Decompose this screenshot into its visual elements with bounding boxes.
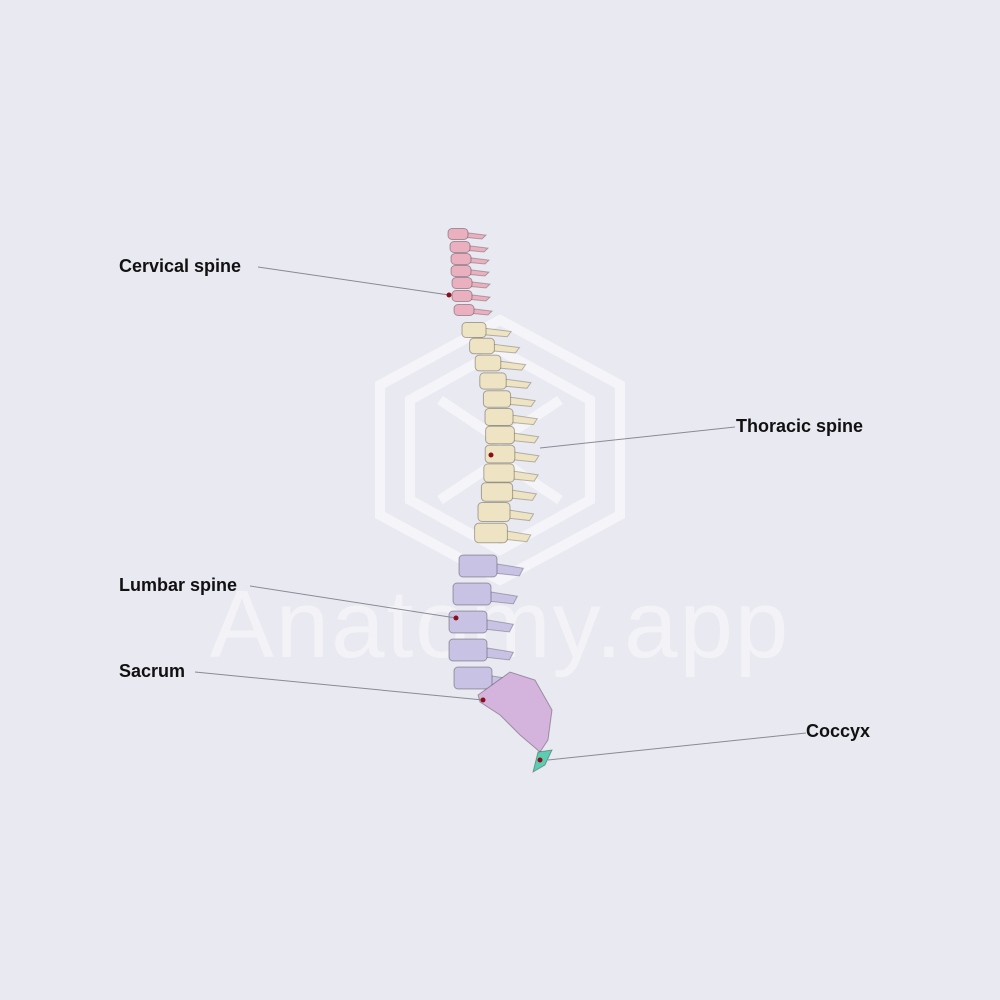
lumbar-vertebra-body [452, 582, 492, 606]
thoracic-vertebra-body [474, 522, 508, 544]
pin-thoracic [488, 452, 494, 458]
label-thoracic-spine: Thoracic spine [736, 416, 864, 436]
cervical-vertebra-body [447, 228, 469, 240]
pin-sacrum [480, 697, 486, 703]
thoracic-vertebra-body [480, 482, 514, 502]
leader-line-lumbar [249, 585, 457, 619]
thoracic-vertebra-body [485, 425, 515, 445]
label-lumbar-spine: Lumbar spine [119, 575, 238, 595]
label-sacrum: Sacrum [119, 661, 186, 681]
thoracic-vertebra-body [477, 502, 511, 522]
thoracic-vertebra-body [482, 390, 512, 408]
label-cervical-spine: Cervical spine [119, 256, 242, 276]
label-coccyx: Coccyx [806, 721, 871, 741]
lumbar-vertebra-body [448, 638, 488, 662]
thoracic-vertebra-body [484, 444, 516, 464]
thoracic-vertebra-body [483, 463, 515, 483]
thoracic-vertebra-body [484, 408, 514, 426]
lumbar-vertebra-body [453, 666, 493, 690]
thoracic-vertebra-body [469, 337, 495, 355]
leader-line-thoracic [539, 426, 736, 449]
leader-line-cervical [257, 266, 450, 296]
thoracic-vertebra-body [461, 322, 487, 338]
cervical-vertebra-body [451, 290, 473, 302]
cervical-vertebra-body [449, 241, 471, 253]
lumbar-vertebra-body [448, 610, 488, 634]
sacrum-bone [477, 671, 553, 753]
cervical-vertebra-body [453, 304, 475, 316]
pin-lumbar [453, 615, 459, 621]
lumbar-vertebra-body [458, 554, 498, 578]
cervical-vertebra-body [450, 265, 472, 277]
pin-coccyx [537, 757, 543, 763]
pin-cervical [446, 292, 452, 298]
leader-line-coccyx [547, 732, 807, 761]
cervical-vertebra-body [450, 253, 472, 265]
cervical-vertebra-body [451, 277, 473, 289]
leader-line-sacrum [194, 671, 484, 701]
thoracic-vertebra-body [474, 354, 502, 372]
coccyx-bone [532, 749, 553, 774]
thoracic-vertebra-body [479, 372, 507, 390]
